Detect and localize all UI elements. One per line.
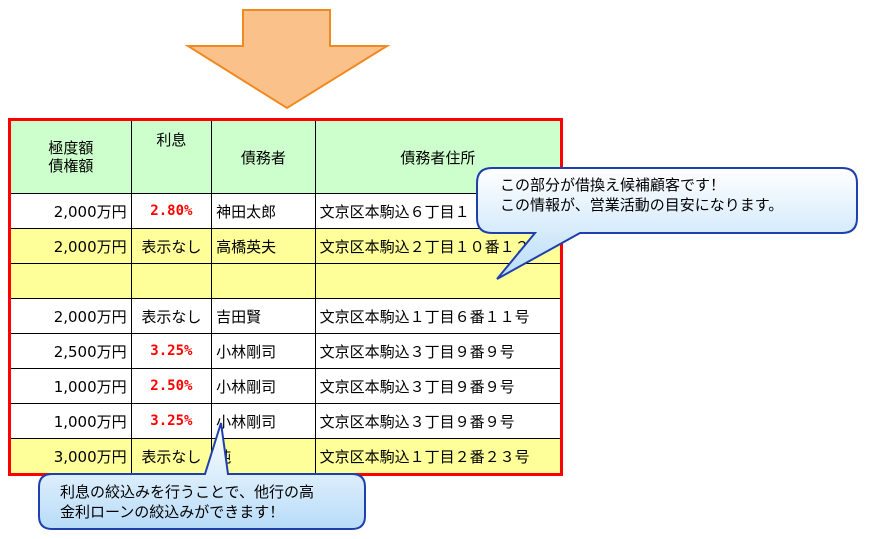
- callout-top-line2: この情報が、営業活動の目安になります。: [500, 196, 784, 214]
- cell-debtor: 純: [211, 438, 316, 475]
- cell-rate: 2.80%: [130, 193, 213, 229]
- header-rate: 利息: [130, 119, 213, 194]
- callout-bottom-line1: 利息の絞込みを行うことで、他行の高: [60, 483, 314, 501]
- cell-debtor: 神田太郎: [211, 193, 316, 229]
- cell-debtor: 小林剛司: [211, 368, 316, 404]
- cell-rate: 表示なし: [130, 298, 213, 334]
- cell-address: 文京区本駒込１丁目２番２３号: [314, 438, 563, 475]
- cell-debtor: 高橋英夫: [211, 228, 316, 264]
- cell-address: [314, 263, 563, 299]
- header-amount-line2: 債権額: [48, 157, 94, 175]
- cell-rate: 3.25%: [130, 403, 213, 439]
- callout-bottom-line2: 金利ローンの絞込みができます！: [60, 503, 285, 521]
- callout-top: この部分が借換え候補顧客です！ この情報が、営業活動の目安になります。: [500, 175, 783, 215]
- callout-bottom-shape: [38, 422, 366, 530]
- header-address: 債務者住所: [314, 119, 563, 194]
- callout-bottom: 利息の絞込みを行うことで、他行の高 金利ローンの絞込みができます！: [60, 482, 314, 522]
- cell-address: 文京区本駒込２丁目１０番１２: [314, 228, 563, 264]
- header-amount-line1: 極度額: [48, 139, 94, 157]
- cell-address: 文京区本駒込３丁目９番９号: [314, 333, 563, 369]
- table-row: [9, 263, 563, 299]
- header-amount: 極度額 債権額: [9, 119, 132, 194]
- cell-debtor: 小林剛司: [211, 403, 316, 439]
- header-debtor: 債務者: [211, 119, 316, 194]
- cell-rate: 表示なし: [130, 438, 213, 475]
- cell-amount: 3,000万円: [9, 438, 132, 475]
- cell-address: 文京区本駒込３丁目９番９号: [314, 368, 563, 404]
- cell-debtor: 吉田賢: [211, 298, 316, 334]
- cell-rate: 表示なし: [130, 228, 213, 264]
- cell-address: 文京区本駒込３丁目９番９号: [314, 403, 563, 439]
- table-row: 3,000万円表示なし純文京区本駒込１丁目２番２３号: [9, 438, 563, 475]
- cell-amount: 1,000万円: [9, 368, 132, 404]
- down-arrow-icon: [184, 9, 391, 110]
- cell-rate: 2.50%: [130, 368, 213, 404]
- cell-amount: 2,000万円: [9, 228, 132, 264]
- table-row: 2,000万円表示なし高橋英夫文京区本駒込２丁目１０番１２: [9, 228, 563, 264]
- cell-debtor: [211, 263, 316, 299]
- cell-amount: 2,000万円: [9, 298, 132, 334]
- cell-amount: 2,500万円: [9, 333, 132, 369]
- cell-address: 文京区本駒込１丁目６番１１号: [314, 298, 563, 334]
- table-header-row: 極度額 債権額 利息 債務者 債務者住所: [9, 119, 563, 194]
- callout-top-line1: この部分が借換え候補顧客です！: [500, 176, 726, 194]
- cell-amount: [9, 263, 132, 299]
- table-row: 2,000万円表示なし吉田賢文京区本駒込１丁目６番１１号: [9, 298, 563, 334]
- cell-amount: 2,000万円: [9, 193, 132, 229]
